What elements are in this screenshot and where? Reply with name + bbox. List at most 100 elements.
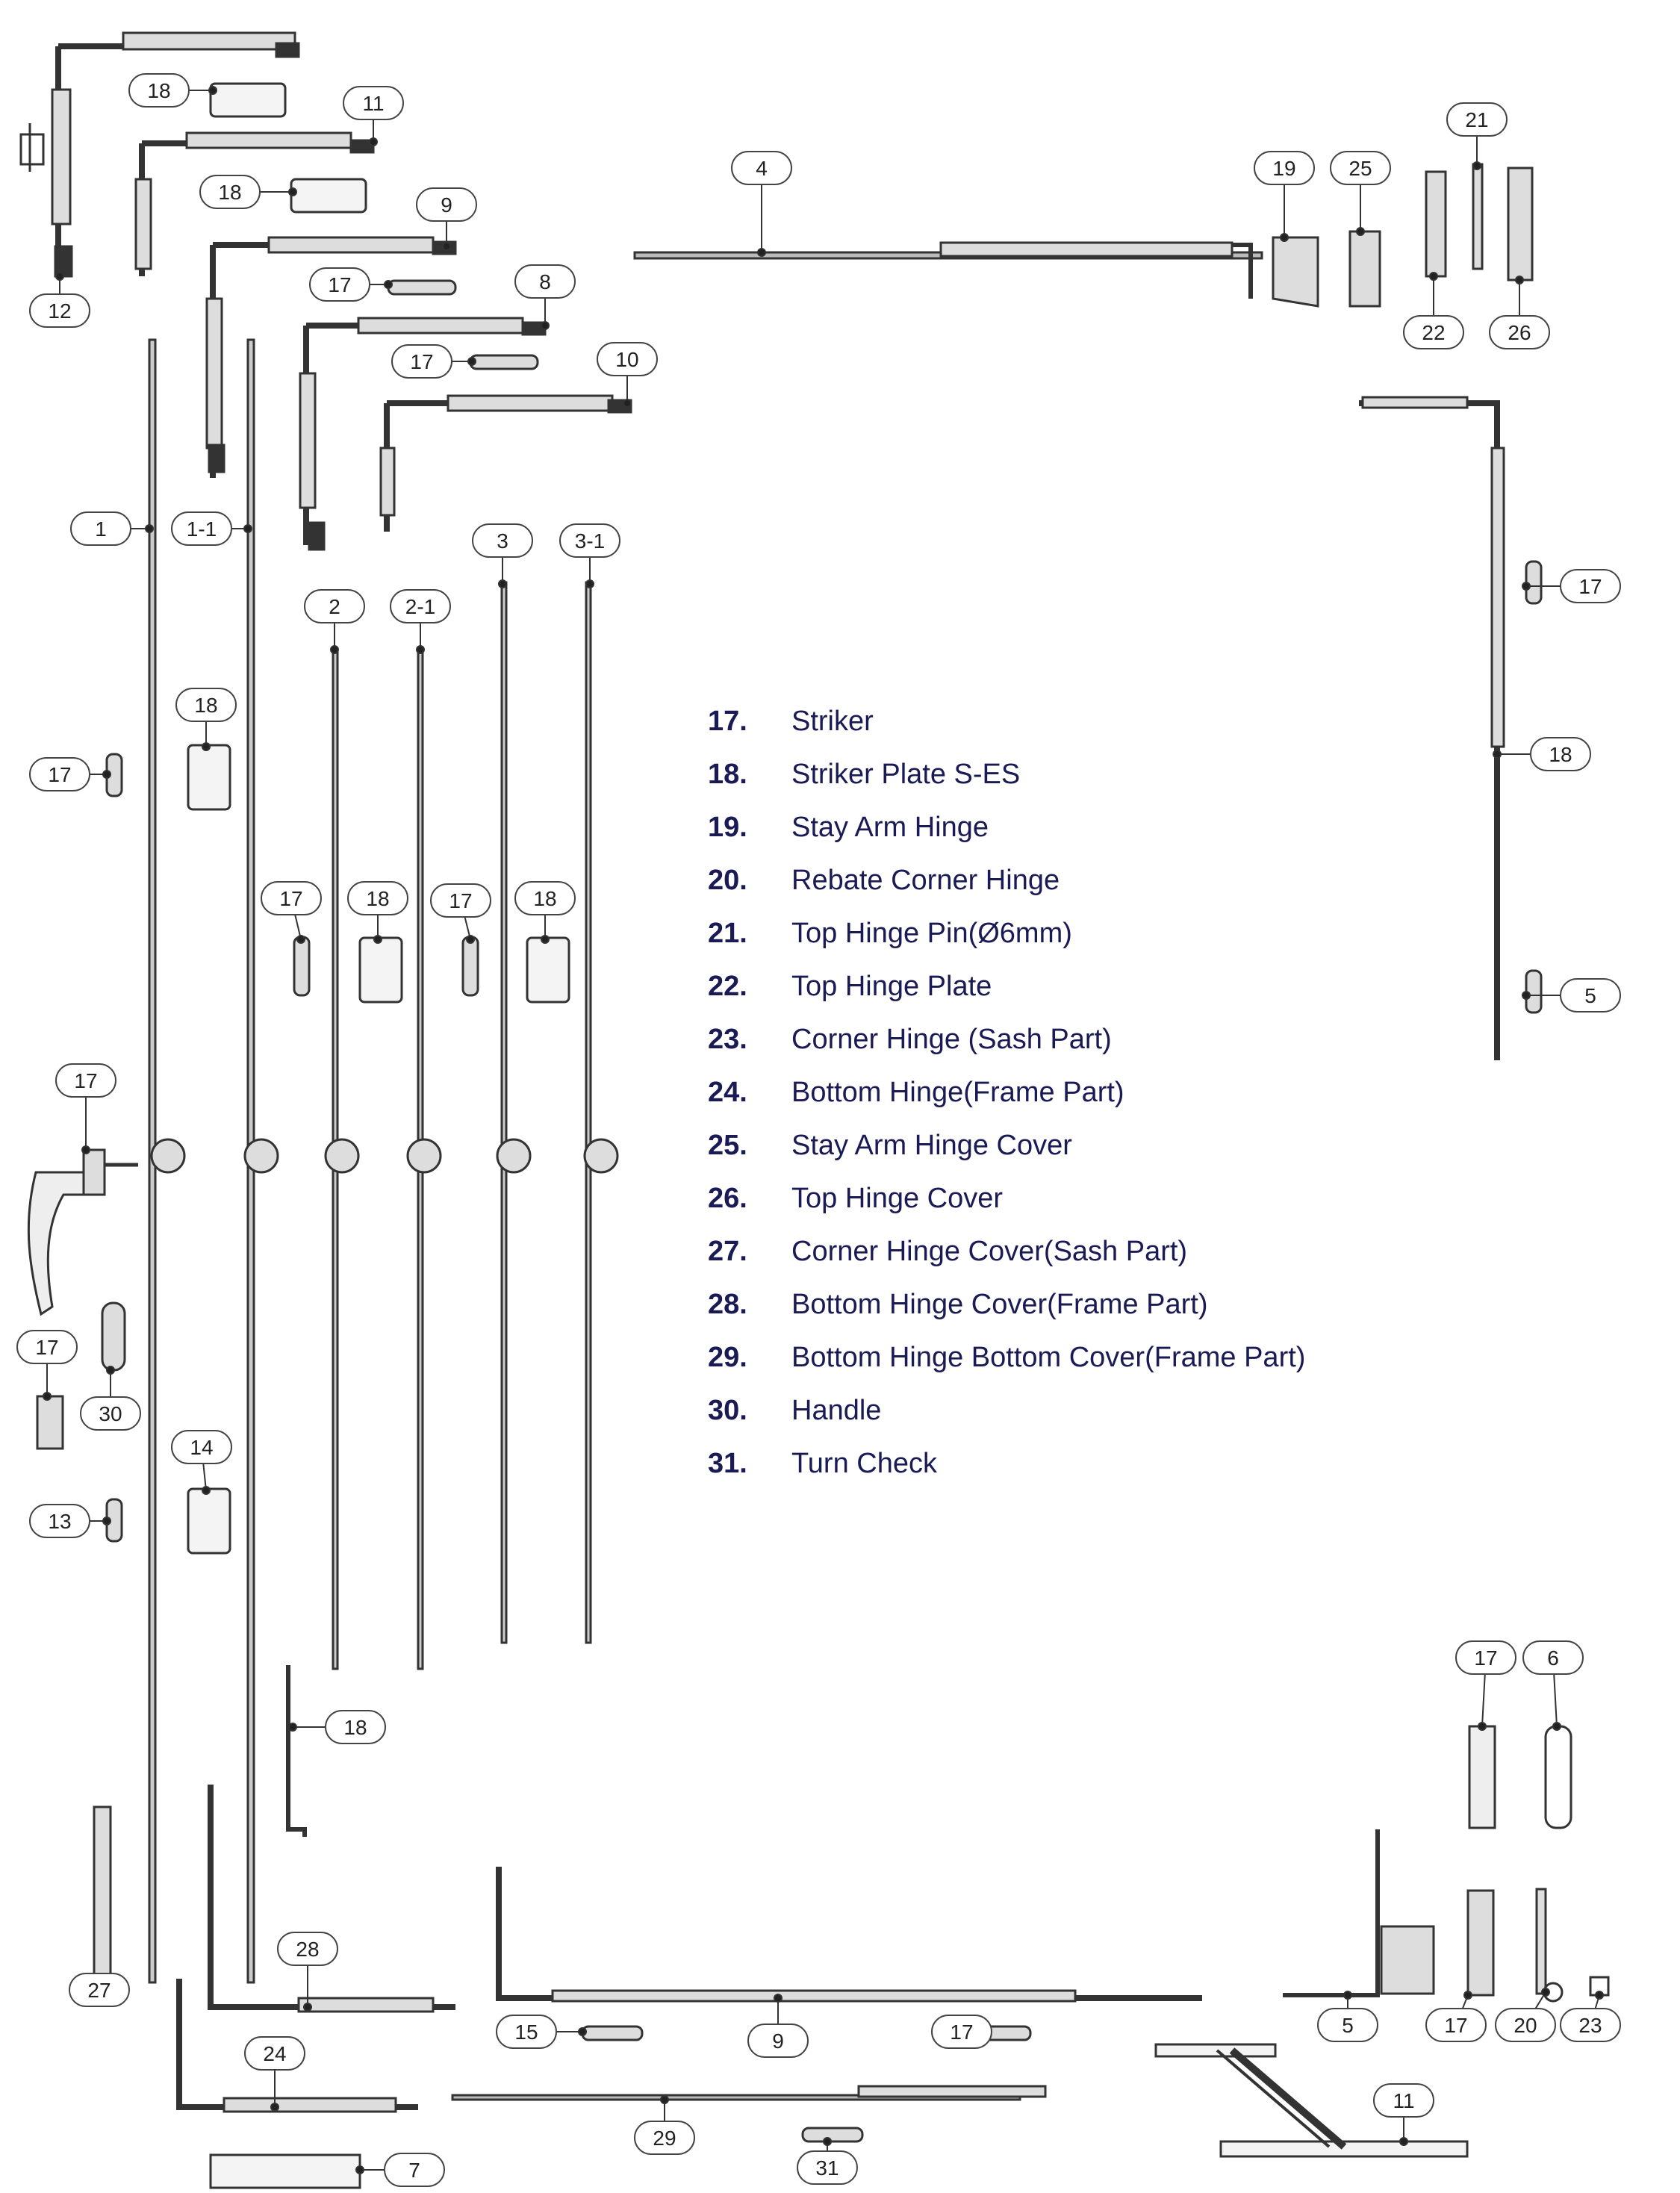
callout-bubble — [1560, 2008, 1621, 2042]
callout-dot — [416, 645, 425, 654]
callout-dot — [145, 524, 154, 533]
callout-dot — [1493, 750, 1502, 759]
callout-label: 18 — [218, 181, 241, 204]
legend-number: 31. — [708, 1448, 747, 1479]
callout-bubble — [597, 342, 658, 376]
legend-number: 21. — [708, 918, 747, 949]
legend-label: Top Hinge Plate — [791, 971, 992, 1002]
legend-number: 26. — [708, 1183, 747, 1214]
callout-bubble — [1455, 1640, 1516, 1675]
callout-21: 21 — [1446, 102, 1508, 137]
callout-label: 17 — [950, 2021, 973, 2044]
callout-label: 26 — [1508, 321, 1531, 344]
part-22-top-hinge-plate — [1425, 170, 1447, 278]
callout-label: 8 — [539, 270, 551, 293]
part-24 — [1535, 1888, 1547, 1995]
callout-bubble — [390, 589, 451, 623]
callout-dot — [1541, 1988, 1550, 1997]
legend-item: 21.Top Hinge Pin(Ø6mm) — [708, 912, 1380, 954]
callout-17: 17 — [261, 881, 322, 915]
callout-bubble — [1330, 151, 1391, 185]
callout-bubble — [69, 1973, 130, 2007]
callout-dot — [202, 742, 211, 751]
callout-10: 10 — [597, 342, 658, 376]
callout-30: 30 — [80, 1396, 141, 1431]
callout-13: 13 — [29, 1504, 90, 1538]
callout-dot — [1399, 2137, 1408, 2146]
callout-17: 17 — [29, 757, 90, 791]
callout-bubble — [391, 344, 452, 379]
callout-label: 5 — [1584, 984, 1596, 1007]
part-15 — [93, 1805, 112, 1980]
callout-5: 5 — [1560, 978, 1621, 1012]
legend-number: 28. — [708, 1289, 747, 1320]
callout-24: 24 — [244, 2036, 305, 2071]
callout-15: 15 — [496, 2015, 557, 2049]
legend-item: 23.Corner Hinge (Sash Part) — [708, 1018, 1380, 1060]
callout-bubble — [384, 2153, 445, 2187]
part-4-stay-rod — [633, 241, 1263, 299]
callout-dot — [541, 935, 550, 944]
part-10-corner-drive — [379, 394, 632, 532]
callout-bubble — [309, 267, 370, 302]
part-25-stay-arm-hinge-cover — [1348, 230, 1381, 308]
callout-bubble — [1317, 2008, 1378, 2042]
legend-item: 19.Stay Arm Hinge — [708, 806, 1380, 848]
callout-2-1: 2-1 — [390, 589, 451, 623]
callout-bubble — [472, 523, 533, 558]
callout-dot — [585, 579, 594, 588]
legend-label: Top Hinge Cover — [791, 1183, 1004, 1214]
callout-bubble — [931, 2015, 992, 2049]
legend-label: Stay Arm Hinge Cover — [791, 1130, 1072, 1161]
callout-dot — [442, 242, 451, 251]
callout-dot — [1343, 1991, 1352, 2000]
callout-12: 12 — [29, 293, 90, 328]
part-31-turn-check — [1154, 2043, 1469, 2158]
callout-dot — [541, 321, 550, 330]
callout-label: 14 — [190, 1436, 213, 1459]
callout-dot — [1595, 1991, 1604, 2000]
callout-dot — [1515, 276, 1524, 284]
callout-29: 29 — [634, 2121, 695, 2155]
callout-dot — [466, 935, 475, 944]
legend-number: 19. — [708, 812, 747, 843]
part-26-top-hinge-cover — [1507, 167, 1534, 281]
callout-dot — [355, 2165, 364, 2174]
callout-label: 6 — [1547, 1646, 1559, 1670]
callout-label: 5 — [1342, 2014, 1354, 2037]
callout-bubble — [416, 187, 477, 222]
legend-item: 18.Striker Plate S-ES — [708, 753, 1380, 795]
callout-bubble — [16, 1330, 78, 1364]
callout-bubble — [1403, 315, 1464, 349]
callout-19: 19 — [1254, 151, 1315, 185]
callout-1: 1 — [70, 511, 131, 546]
callout-18: 18 — [128, 73, 190, 108]
callout-3: 3 — [472, 523, 533, 558]
part-20-rebate-corner-hinge — [1283, 1829, 1380, 1997]
callout-dot — [1472, 161, 1481, 170]
callout-17: 17 — [430, 883, 491, 918]
callout-bubble — [1489, 315, 1550, 349]
callout-bubble — [29, 1504, 90, 1538]
part-30-handle — [27, 1150, 85, 1316]
callout-label: 2 — [329, 595, 340, 618]
callout-dot — [330, 645, 339, 654]
callout-bubble — [304, 589, 365, 623]
callout-31: 31 — [797, 2150, 858, 2185]
part-23 — [1466, 1889, 1495, 1997]
legend-item: 29.Bottom Hinge Bottom Cover(Frame Part) — [708, 1337, 1380, 1378]
striker-plates — [187, 82, 570, 1555]
legend-item: 31.Turn Check — [708, 1443, 1380, 1484]
part-21-top-hinge-pin — [1472, 163, 1484, 270]
callout-18: 18 — [514, 881, 576, 915]
callout-bubble — [343, 86, 404, 120]
callout-label: 24 — [263, 2042, 286, 2065]
callout-17: 17 — [55, 1063, 116, 1098]
callout-bubble — [171, 511, 232, 546]
legend-label: Corner Hinge Cover(Sash Part) — [791, 1236, 1188, 1267]
legend-number: 24. — [708, 1077, 747, 1108]
legend-label: Rebate Corner Hinge — [791, 865, 1060, 896]
callout-17: 17 — [1560, 569, 1621, 603]
callout-bubble — [634, 2121, 695, 2155]
